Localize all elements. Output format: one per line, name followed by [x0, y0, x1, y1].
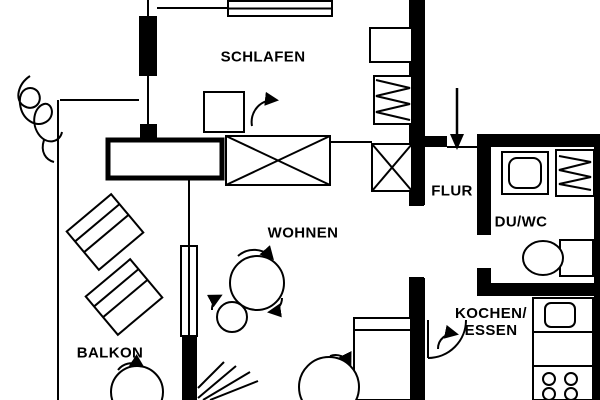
lounger — [84, 257, 164, 337]
room-label-du-wc: DU/WC — [494, 213, 548, 231]
stove — [532, 365, 594, 400]
room-label-balkon: BALKON — [76, 344, 144, 362]
cupboard — [369, 27, 413, 63]
room-label-kochen-essen: KOCHEN/ ESSEN — [455, 305, 527, 339]
shaft-and-radiator — [369, 27, 413, 192]
bedroom-furniture — [105, 91, 331, 186]
wc-cistern — [559, 239, 594, 277]
worktop — [532, 331, 594, 367]
room-label-kochen-line1: KOCHEN/ — [455, 305, 527, 322]
door-swing-arc — [427, 319, 467, 359]
plant-icon — [17, 75, 63, 163]
sideboard — [105, 137, 225, 181]
wall-lines — [57, 0, 477, 400]
swing-arrow-icon — [117, 354, 145, 371]
bathroom-fixtures — [501, 149, 595, 277]
dining-table — [353, 317, 412, 400]
room-label-schlafen: SCHLAFEN — [220, 48, 306, 66]
swing-arrow-icon — [329, 351, 352, 367]
wc-bowl — [522, 240, 564, 276]
swing-arrow-icon — [267, 297, 284, 318]
swing-arrow-icon — [207, 294, 223, 311]
room-label-flur: FLUR — [431, 182, 473, 200]
swing-arrow-icon — [250, 91, 279, 127]
entrance-arrow-icon — [450, 88, 464, 150]
swing-arrow-icon — [436, 324, 459, 350]
lounger — [65, 192, 145, 272]
room-label-kochen-line2: ESSEN — [464, 322, 518, 339]
living-furniture — [207, 245, 412, 400]
round-dining-table — [298, 356, 360, 400]
balcony-table — [110, 365, 164, 400]
kitchen-fixtures — [427, 297, 594, 400]
chair — [216, 301, 248, 333]
round-table — [229, 255, 285, 311]
plant-icon — [197, 361, 259, 400]
room-label-wohnen: WOHNEN — [267, 224, 339, 242]
balcony-furniture — [65, 192, 164, 400]
swing-arrow-icon — [237, 245, 274, 261]
bedside-cabinet — [203, 91, 245, 133]
